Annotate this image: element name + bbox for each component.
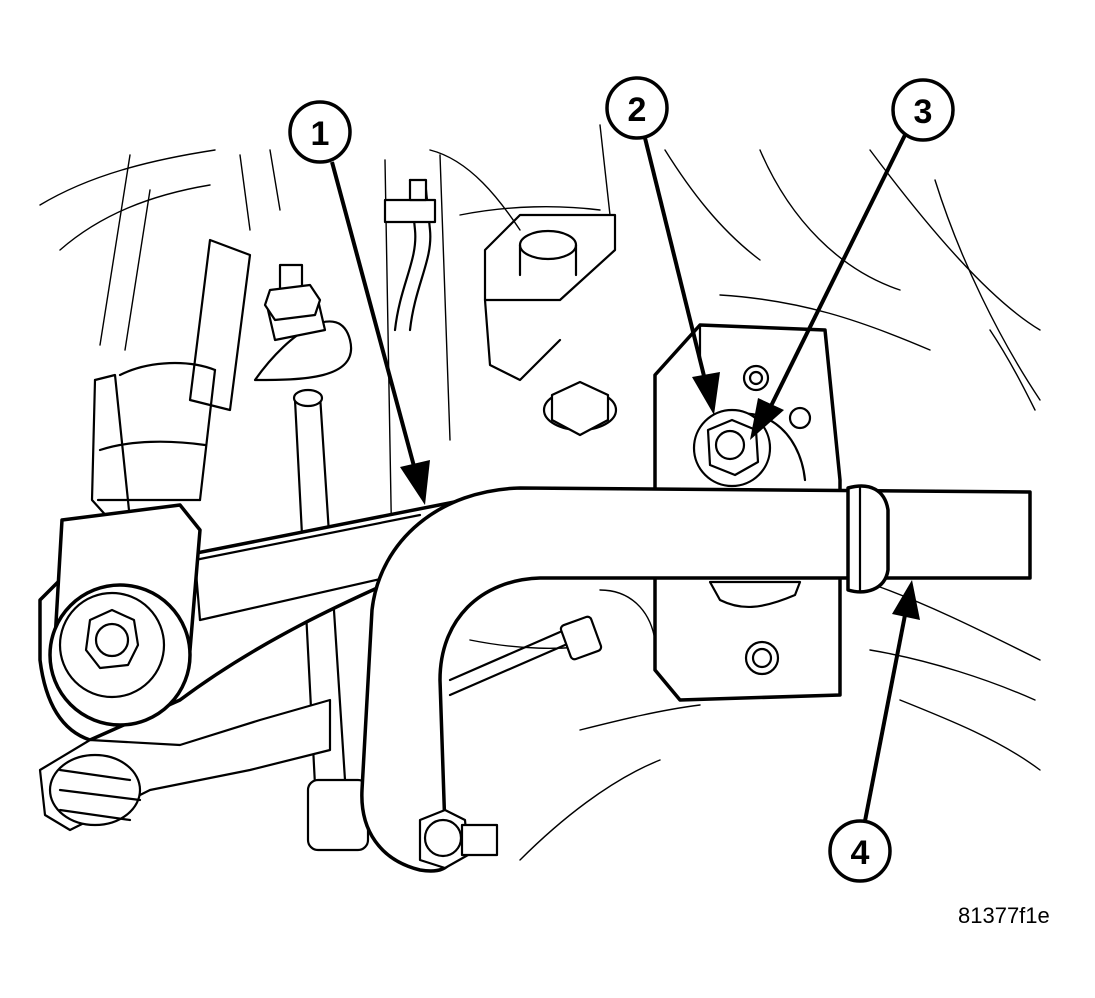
callout-4-arrowhead	[892, 580, 920, 620]
callout-2-number: 2	[628, 91, 647, 129]
line-fitting	[448, 615, 603, 697]
lower-bushing	[48, 503, 202, 727]
callout-3: 3	[750, 78, 955, 440]
callout-3-number: 3	[914, 93, 933, 131]
end-bolt	[418, 808, 499, 870]
callout-1-number: 1	[311, 115, 330, 153]
background-structure	[39, 124, 1041, 861]
callout-3-arrowhead	[750, 398, 784, 440]
shock-absorber	[90, 238, 252, 522]
figure-id-label: 81377f1e	[958, 903, 1050, 928]
callout-2-arrowhead	[692, 372, 720, 415]
callout-4: 4	[828, 580, 920, 883]
callout-2: 2	[605, 76, 720, 415]
frame-bolt	[542, 380, 618, 437]
callout-1-arrowhead	[400, 460, 430, 505]
callout-1: 1	[288, 100, 430, 505]
callout-4-number: 4	[851, 834, 870, 872]
